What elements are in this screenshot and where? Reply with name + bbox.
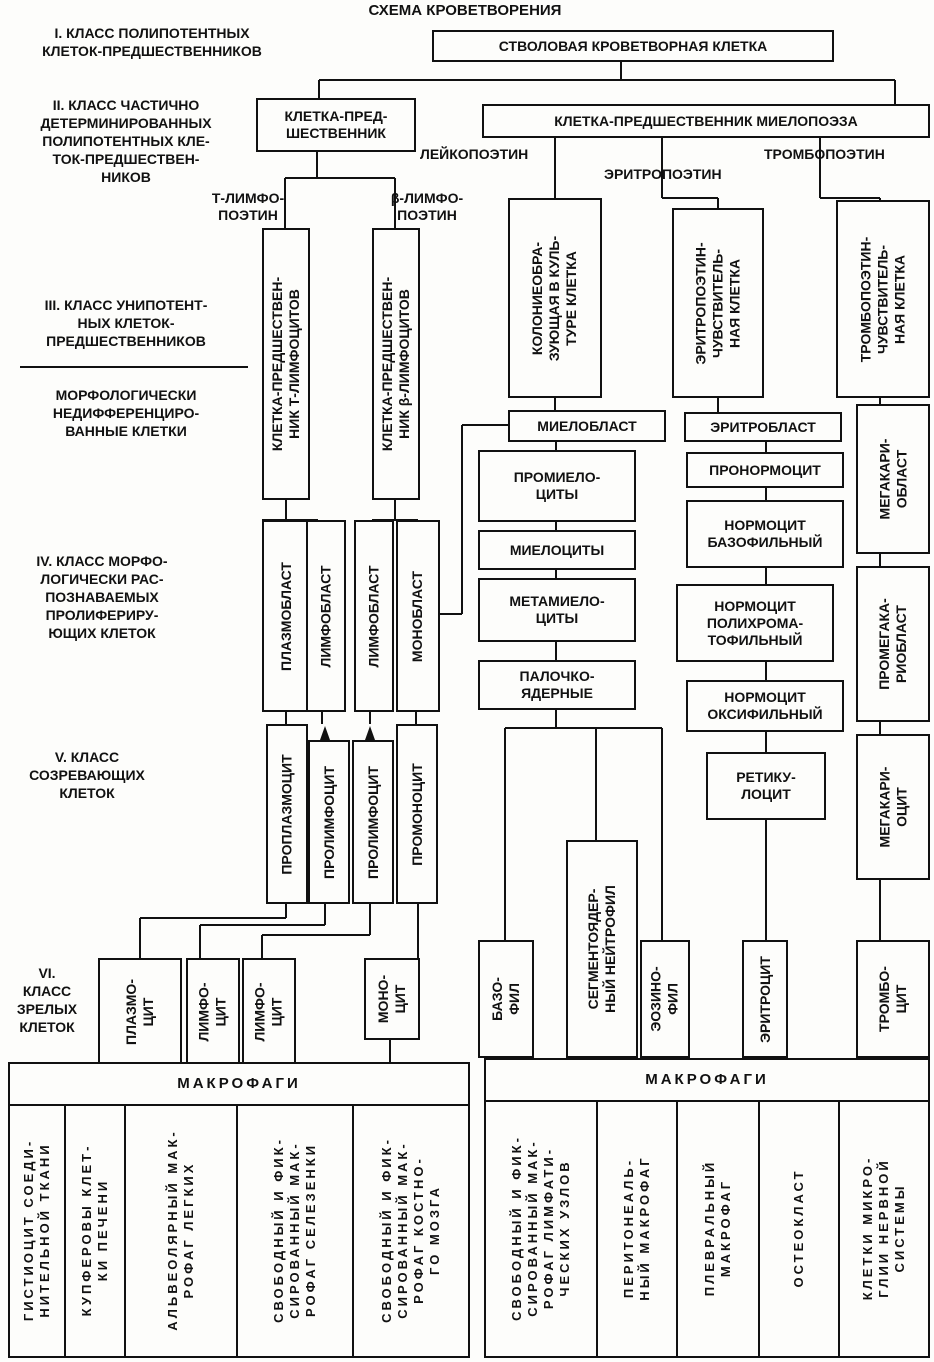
macrophage-histiocyte: ГИСТИОЦИТ СОЕДИ- НИТЕЛЬНОЙ ТКАНИ bbox=[10, 1104, 66, 1356]
eosinophil-node: ЭОЗИНО- ФИЛ bbox=[640, 940, 690, 1058]
erythropoietin-label: ЭРИТРОПОЭТИН bbox=[604, 166, 722, 182]
macrophage-peritoneal: ПЕРИТОНЕАЛЬ- НЫЙ МАКРОФАГ bbox=[598, 1100, 678, 1356]
band-neutrophils-node: ПАЛОЧКО- ЯДЕРНЫЕ bbox=[478, 660, 636, 710]
thrombopoietin-label: ТРОМБОПОЭТИН bbox=[764, 146, 885, 162]
leukopoietin-label: ЛЕЙКОПОЭТИН bbox=[420, 146, 529, 162]
plasmocyte-node: ПЛАЗМО- ЦИТ bbox=[98, 958, 182, 1066]
class-6-label: VI. КЛАСС ЗРЕЛЫХ КЛЕТОК bbox=[16, 965, 78, 1035]
myelopoiesis-progenitor-node: КЛЕТКА-ПРЕДШЕСТВЕННИК МИЕЛОПОЭЗА bbox=[482, 104, 930, 138]
promyelocytes-node: ПРОМИЕЛО- ЦИТЫ bbox=[478, 450, 636, 522]
diagram-title: СХЕМА КРОВЕТВОРЕНИЯ bbox=[368, 2, 562, 19]
class-5-label: V. КЛАСС СОЗРЕВАЮЩИХ КЛЕТОК bbox=[29, 749, 145, 801]
colony-forming-cell-node: КОЛОНИЕОБРА- ЗУЮЩАЯ В КУЛЬ- ТУРЕ КЛЕТКА bbox=[508, 198, 602, 398]
macrophage-lymph-nodes: СВОБОДНЫЙ И ФИК- СИРОВАННЫЙ МАК- РОФАГ Л… bbox=[486, 1100, 598, 1356]
macrophages-left-header: МАКРОФАГИ bbox=[10, 1064, 468, 1106]
myelocytes-node: МИЕЛОЦИТЫ bbox=[478, 530, 636, 570]
macrophage-kupffer: КУПФЕРОВЫ КЛЕТ- КИ ПЕЧЕНИ bbox=[66, 1104, 126, 1356]
oxyphilic-normocyte-node: НОРМОЦИТ ОКСИФИЛЬНЫЙ bbox=[686, 680, 844, 732]
macrophage-pleural: ПЛЕВРАЛЬНЫЙ МАКРОФАГ bbox=[678, 1100, 760, 1356]
prolymphocyte-t-node: ПРОЛИМФОЦИТ bbox=[308, 740, 350, 904]
promonocyte-node: ПРОМОНОЦИТ bbox=[396, 724, 438, 904]
lymphopoiesis-progenitor-node: КЛЕТКА-ПРЕД- ШЕСТВЕННИК bbox=[256, 98, 416, 152]
thrombocyte-node: ТРОМБО- ЦИТ bbox=[856, 940, 930, 1058]
lymphocyte-t-node: ЛИМФО- ЦИТ bbox=[186, 958, 240, 1066]
basophilic-normocyte-node: НОРМОЦИТ БАЗОФИЛЬНЫЙ bbox=[686, 500, 844, 568]
lymphocyte-b-node: ЛИМФО- ЦИТ bbox=[242, 958, 296, 1066]
monoblast-node: МОНОБЛАСТ bbox=[396, 520, 440, 712]
basophil-node: БАЗО- ФИЛ bbox=[478, 940, 534, 1058]
erythrocyte-node: ЭРИТРОЦИТ bbox=[742, 940, 788, 1058]
macrophage-alveolar: АЛЬВЕОЛЯРНЫЙ МАК- РОФАГ ЛЕГКИХ bbox=[126, 1104, 238, 1356]
osteoclast: ОСТЕОКЛАСТ bbox=[760, 1100, 840, 1356]
polychromatophilic-normocyte-node: НОРМОЦИТ ПОЛИХРОМА- ТОФИЛЬНЫЙ bbox=[676, 584, 834, 662]
prolymphocyte-b-node: ПРОЛИМФОЦИТ bbox=[352, 740, 394, 904]
class-3-label: III. КЛАСС УНИПОТЕНТ- НЫХ КЛЕТОК- ПРЕДШЕ… bbox=[44, 297, 208, 349]
metamyelocytes-node: МЕТАМИЕЛО- ЦИТЫ bbox=[478, 578, 636, 642]
macrophages-left-table: МАКРОФАГИ ГИСТИОЦИТ СОЕДИ- НИТЕЛЬНОЙ ТКА… bbox=[8, 1062, 470, 1358]
pronormocyte-node: ПРОНОРМОЦИТ bbox=[686, 452, 844, 488]
b-lymphocyte-progenitor-node: КЛЕТКА-ПРЕДШЕСТВЕН- НИК β-ЛИМФОЦИТОВ bbox=[372, 228, 420, 500]
microglia-cells: КЛЕТКИ МИКРО- ГЛИИ НЕРВНОЙ СИСТЕМЫ bbox=[860, 1155, 907, 1301]
megakaryoblast-node: МЕГАКАРИ- ОБЛАСТ bbox=[856, 404, 930, 554]
class-1-label: I. КЛАСС ПОЛИПОТЕНТНЫХ КЛЕТОК-ПРЕДШЕСТВЕ… bbox=[42, 25, 262, 59]
myeloblast-node: МИЕЛОБЛАСТ bbox=[508, 410, 666, 442]
class-4-label: IV. КЛАСС МОРФО- ЛОГИЧЕСКИ РАС- ПОЗНАВАЕ… bbox=[36, 553, 168, 641]
plasmoblast-node: ПЛАЗМОБЛАСТ bbox=[262, 520, 310, 712]
class-2-label: II. КЛАСС ЧАСТИЧНО ДЕТЕРМИНИРОВАННЫХ ПОЛ… bbox=[40, 97, 212, 185]
stem-cell-node: СТВОЛОВАЯ КРОВЕТВОРНАЯ КЛЕТКА bbox=[432, 30, 834, 62]
morph-undiff-label: МОРФОЛОГИЧЕСКИ НЕДИФФЕРЕНЦИРО- ВАННЫЕ КЛ… bbox=[52, 387, 200, 439]
b-lymphopoietin-label: β-ЛИМФО- ПОЭТИН bbox=[390, 190, 464, 223]
reticulocyte-node: РЕТИКУ- ЛОЦИТ bbox=[706, 752, 826, 820]
macrophages-right-table: МАКРОФАГИ СВОБОДНЫЙ И ФИК- СИРОВАННЫЙ МА… bbox=[484, 1058, 930, 1358]
erythroblast-node: ЭРИТРОБЛАСТ bbox=[684, 412, 842, 442]
monocyte-node: МОНО- ЦИТ bbox=[364, 958, 420, 1040]
lymphoblast-t-node: ЛИМФОБЛАСТ bbox=[306, 520, 346, 712]
thrombopoietin-sensitive-cell-node: ТРОМБОПОЭТИН- ЧУВСТВИТЕЛЬ- НАЯ КЛЕТКА bbox=[836, 200, 930, 398]
segmented-neutrophil-node: СЕГМЕНТОЯДЕР- НЫЙ НЕЙТРОФИЛ bbox=[566, 840, 638, 1058]
class-3-divider bbox=[20, 366, 248, 368]
macrophage-bone-marrow: СВОБОДНЫЙ И ФИК- СИРОВАННЫЙ МАК- РОФАГ К… bbox=[379, 1137, 442, 1323]
lymphoblast-b-node: ЛИМФОБЛАСТ bbox=[354, 520, 394, 712]
proplasmocyte-node: ПРОПЛАЗМОЦИТ bbox=[266, 724, 308, 904]
t-lymphopoietin-label: Т-ЛИМФО- ПОЭТИН bbox=[211, 190, 285, 223]
erythropoietin-sensitive-cell-node: ЭРИТРОПОЭТИН- ЧУВСТВИТЕЛЬ- НАЯ КЛЕТКА bbox=[672, 208, 764, 398]
megakaryocyte-node: МЕГАКАРИ- ОЦИТ bbox=[856, 734, 930, 880]
promegakaryoblast-node: ПРОМЕГАКА- РИОБЛАСТ bbox=[856, 566, 930, 722]
t-lymphocyte-progenitor-node: КЛЕТКА-ПРЕДШЕСТВЕН- НИК Т-ЛИМФОЦИТОВ bbox=[262, 228, 310, 500]
macrophage-spleen: СВОБОДНЫЙ И ФИК- СИРОВАННЫЙ МАК- РОФАГ С… bbox=[238, 1104, 354, 1356]
macrophages-right-header: МАКРОФАГИ bbox=[486, 1060, 928, 1102]
